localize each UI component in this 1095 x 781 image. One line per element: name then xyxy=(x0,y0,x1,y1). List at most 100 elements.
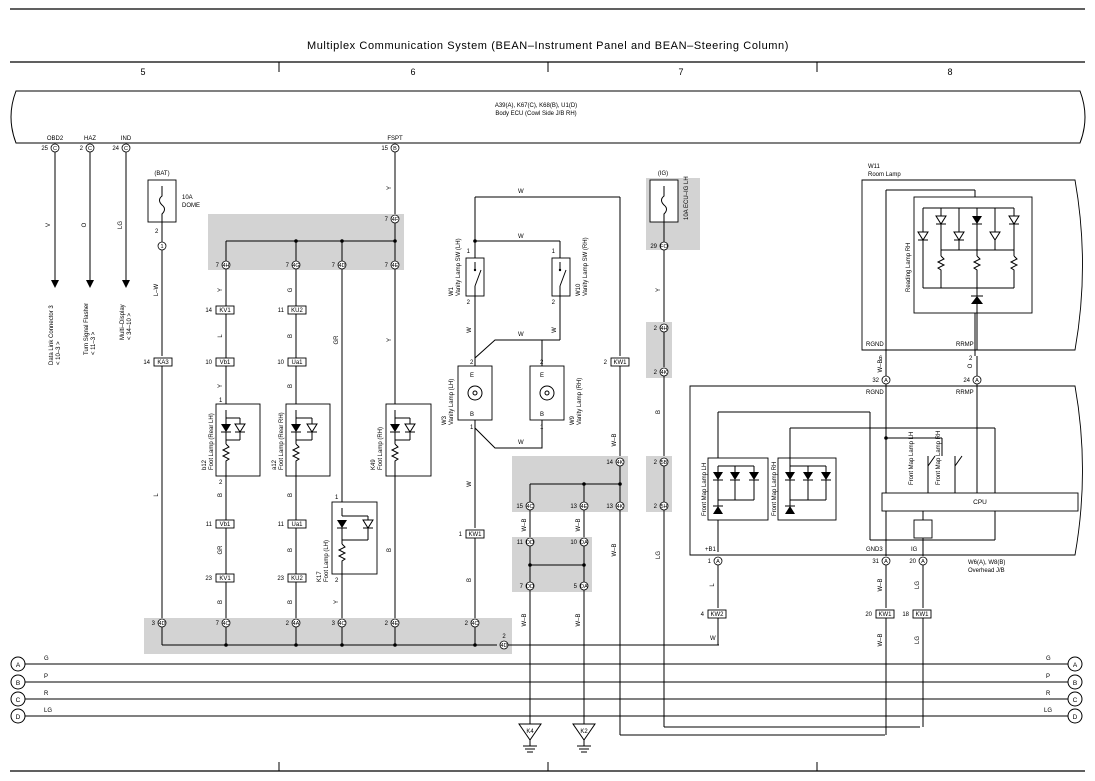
bus-b-left: B xyxy=(16,680,20,687)
bus-c: C C R R xyxy=(10,691,1083,707)
jb-4g-pin: 7 xyxy=(286,263,290,269)
dest-multidisplay-ref: < 34–10 > xyxy=(127,312,133,340)
jb-ig-4h: 4H 2 xyxy=(654,323,669,333)
bus-c-left: C xyxy=(16,697,21,704)
dest-flasher: Turn Signal Flasher xyxy=(84,303,90,355)
jb-mid-5-conn: DA xyxy=(580,540,588,546)
wire-b-296b: B xyxy=(288,384,294,388)
sw-w10-pin1: 1 xyxy=(552,249,556,255)
jb-4h-pin: 7 xyxy=(216,263,220,269)
jb-mid-0-conn: 4K xyxy=(617,460,624,466)
jb-bot-4c-a: 4C 7 xyxy=(216,618,231,628)
conn-kw1-475-pin: 1 xyxy=(459,532,463,538)
wire-l-b1: L xyxy=(710,583,716,587)
conn-kw1-620: KW1 xyxy=(613,360,627,366)
jb-mid-3-conn: 4K xyxy=(617,504,624,510)
oh-pin-gnd3-num: 31 xyxy=(872,559,879,565)
cpu-label: CPU xyxy=(973,499,987,506)
vanity-w9-e: E xyxy=(540,373,544,379)
wire-y-fspt: Y xyxy=(387,186,393,190)
lamp-b12-pin1: 1 xyxy=(219,398,223,404)
jb-mid-4-pin: 11 xyxy=(517,540,524,546)
jb-ig-1-pin: 2 xyxy=(654,370,658,376)
oh-pin-rgnd-num: 32 xyxy=(872,378,879,384)
jb-bot-2-conn: 4A xyxy=(293,621,300,627)
jb-bot-3-conn: 4C xyxy=(338,621,345,627)
ground-k2: K2 xyxy=(572,723,596,753)
wire-wb-rgnd: W–B xyxy=(878,359,884,372)
pin-name-obd2: OBD2 xyxy=(47,136,64,142)
jb-mid-7-dd: DD 7 xyxy=(520,581,535,591)
conn-kw1-gnd3-pin: 20 xyxy=(865,612,872,618)
ig-fuse: 10A ECU–IG LH xyxy=(684,176,690,220)
wire-w-bottom: W xyxy=(710,636,716,642)
oh-pin-rrmp-num: 24 xyxy=(963,378,970,384)
pin-ind-num: 24 xyxy=(112,146,119,152)
room-lamp-name: Room Lamp xyxy=(868,172,901,178)
jb-mid-5-pin: 10 xyxy=(570,540,577,546)
conn-ku2-bot-pin: 23 xyxy=(277,576,284,582)
grid-column-7: 7 xyxy=(678,67,683,77)
pin-obd2-conn: C xyxy=(53,146,57,152)
pin-name-fspt: FSPT xyxy=(387,136,403,142)
wire-b-296a: B xyxy=(288,334,294,338)
pin-haz-num: 2 xyxy=(80,146,84,152)
jb-bot-2-pin: 2 xyxy=(286,621,290,627)
pin-fspt: B 15 xyxy=(381,143,400,153)
jb-bot-6-conn: 4D xyxy=(500,643,507,649)
jb-mid-2-pin: 13 xyxy=(570,504,577,510)
bus-a-wire-left: G xyxy=(44,656,49,662)
conn-ua1-bot-pin: 11 xyxy=(278,522,285,528)
oh-pin-rgnd-conn: A xyxy=(884,378,888,384)
vanity-w3-e: E xyxy=(470,373,474,379)
conn-ua1-top-pin: 10 xyxy=(277,360,284,366)
vanity-w3-name: Vanity Lamp (LH) xyxy=(449,379,455,425)
bat-fuse-amp: 10A xyxy=(182,195,193,201)
lamp-b12-id: b12 xyxy=(202,459,208,470)
oh-pin-ig-conn: A xyxy=(921,559,925,565)
conn-kw2-pin: 4 xyxy=(701,612,705,618)
oh-pin-gnd3-name: GND3 xyxy=(866,547,883,553)
jb-4h-conn: 4H xyxy=(222,263,229,269)
wire-wb-gnd3b: W–B xyxy=(878,633,884,646)
oh-pin-ig-num: 20 xyxy=(909,559,916,565)
jb-4d-conn: 4D xyxy=(338,263,345,269)
jb-ig-0-conn: 4H xyxy=(660,326,667,332)
conn-ua1-top: Ua1 xyxy=(291,360,303,366)
ig-pin: 29 xyxy=(650,244,657,250)
lamp-b12-pin2: 2 xyxy=(219,480,223,486)
wire-o-rrmp: O xyxy=(968,363,974,368)
map-lamp-rh-label: Front Map Lamp RH xyxy=(772,462,778,516)
jb-bot-6-pin: 2 xyxy=(502,634,506,640)
jb-bot-3-pin: 3 xyxy=(332,621,336,627)
conn-kw2: KW2 xyxy=(710,612,724,618)
sw-w1-id: W1 xyxy=(449,286,455,296)
conn-kw1-gnd3: KW1 xyxy=(878,612,892,618)
bus-d-wire-left: LG xyxy=(44,708,52,714)
pin-ind: C 24 xyxy=(112,143,131,153)
jb-bot-4d-a: 4D 3 xyxy=(152,618,167,628)
sw-w1-name: Vanity Lamp SW (LH) xyxy=(456,238,462,296)
bus-d: D D LG LG xyxy=(10,708,1083,724)
bus-b-right: B xyxy=(1073,680,1077,687)
conn-vb1-bot: Vb1 xyxy=(220,522,231,528)
jb-mid-10-da: DA 10 xyxy=(570,537,589,547)
conn-kw1-ig: KW1 xyxy=(915,612,929,618)
jb-mid-2-conn: 4E xyxy=(581,504,588,510)
vanity-w3-b: B xyxy=(470,412,474,418)
wire-w-top: W xyxy=(518,189,524,195)
wire-o: O xyxy=(82,222,88,227)
vanity-w9-b: B xyxy=(540,412,544,418)
jb-mid-6-pin: 7 xyxy=(520,584,524,590)
diagram-title: Multiplex Communication System (BEAN–Ins… xyxy=(307,40,789,52)
ground-k4-label: K4 xyxy=(526,729,534,735)
jb-ig-3-conn: 5H xyxy=(660,504,667,510)
pin-fspt-conn: B xyxy=(393,146,397,152)
ground-k4: K4 xyxy=(518,723,542,753)
wire-b-296e: B xyxy=(288,600,294,604)
wire-lg-ind: LG xyxy=(118,221,124,229)
jb-bot-1-pin: 7 xyxy=(216,621,220,627)
jb-mid-5-da: DA 5 xyxy=(574,581,589,591)
map-sw-rh-label: Front Map Lamp RH xyxy=(936,431,942,485)
overhead-jb-connectors: W6(A), W8(B) xyxy=(968,560,1005,566)
